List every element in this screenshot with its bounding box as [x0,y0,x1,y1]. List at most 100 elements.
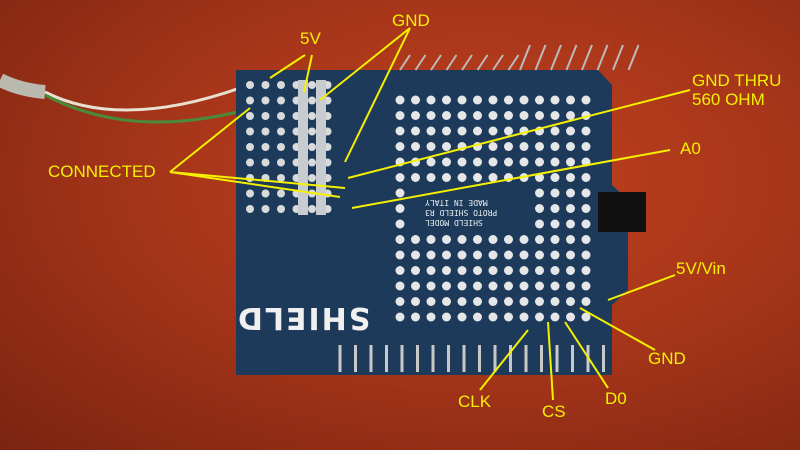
hole [566,157,575,167]
hole [504,312,513,322]
hole [519,157,529,167]
pin [581,44,593,71]
hole [566,126,575,136]
hole [308,81,316,89]
hole [277,158,285,167]
hole [581,312,591,322]
hole [566,111,575,120]
hole [504,95,513,105]
hole [261,158,270,167]
hole [411,250,420,260]
hole [277,143,285,151]
hole [277,112,285,120]
pin [612,44,624,71]
hole [581,219,591,229]
hole [519,281,529,291]
hole [426,95,436,105]
hole [308,143,316,151]
hole [411,297,420,306]
hole [395,126,405,136]
hole [566,219,575,229]
label-cs: CS [542,402,566,421]
hole [535,250,544,260]
hole [411,312,420,322]
hole [504,266,513,275]
hole [488,173,498,182]
hole [457,250,467,260]
hole [395,235,405,244]
hole [395,281,405,291]
hole [535,111,544,120]
hole [426,126,436,136]
hole [535,157,544,167]
hole [581,95,591,105]
hole [504,126,513,136]
hole [519,95,529,105]
hole [535,173,544,182]
hole [277,205,285,213]
hole [277,127,285,136]
hole [426,266,436,275]
hole [504,142,513,151]
hole [442,297,451,306]
pin [461,54,473,71]
hole [488,95,498,105]
label-a0: A0 [680,139,701,158]
hole [473,235,482,244]
hole [581,250,591,260]
hole [519,142,529,151]
hole [442,312,451,322]
hole [566,312,575,322]
hole [566,95,575,105]
hole [395,250,405,260]
label-gnd-bottom: GND [648,349,686,368]
board-model-text: SHIELD MODEL [425,218,483,227]
hole [442,266,451,275]
hole [550,142,560,151]
hole [504,250,513,260]
hole [581,266,591,275]
board-origin-text: MADE IN ITALY [425,198,488,207]
hole [550,204,560,213]
pin [414,54,427,71]
hole [277,81,285,89]
hole [581,281,591,291]
pin [399,54,411,71]
board-name-text: PROTO SHIELD R3 [425,208,498,217]
hole [550,111,560,120]
hole [504,281,513,291]
hole [535,266,544,275]
hole [566,281,575,291]
hole [442,250,451,260]
hole [246,81,254,89]
hole [411,95,420,105]
wire-green [44,93,246,124]
hole [457,312,467,322]
hole [426,157,436,167]
hole [277,189,285,198]
hole [308,174,316,182]
hole [566,297,575,306]
hole [308,158,316,167]
hole [261,127,270,136]
hole [535,281,544,291]
hole [566,173,575,182]
pin [596,44,609,71]
hole [535,297,544,306]
hole [411,235,420,244]
hole [473,111,482,120]
header-pins [338,44,640,372]
hole [426,111,436,120]
hole [473,95,482,105]
hole [246,158,254,167]
hole [442,281,451,291]
hole [395,297,405,306]
hole [261,205,270,213]
hole [411,111,420,120]
hole [442,235,451,244]
hole [308,205,316,213]
proto-shield-board [236,70,628,375]
hole [550,126,560,136]
hole [519,297,529,306]
